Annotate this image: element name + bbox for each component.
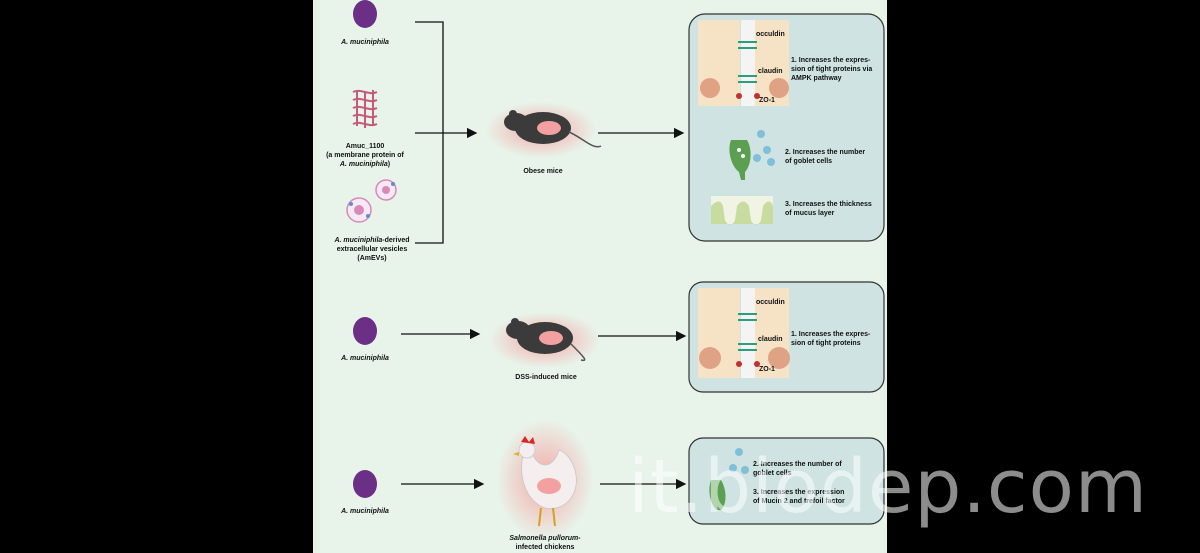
obese-mouse-icon: [486, 102, 602, 158]
effects-box-3: [688, 437, 885, 525]
goblet-cell-icon: [729, 130, 775, 180]
source-label-amevs: A. muciniphila-derived extracellular ves…: [334, 237, 410, 262]
protein-label-occludin-1: occuldin: [756, 31, 785, 38]
vesicle-icon: [346, 179, 397, 223]
host-label-obese-mice: Obese mice: [523, 168, 563, 175]
host-label-chickens: Salmonella pullorum-infected chickens: [509, 535, 581, 551]
protein-label-claudin-2: claudin: [758, 336, 783, 343]
membrane-protein-icon: [352, 89, 378, 128]
protein-label-claudin-1: claudin: [758, 68, 783, 75]
effect-tight-proteins-2: 1. Increases the expres-sion of tight pr…: [791, 331, 871, 347]
bacterium-icon: [353, 0, 377, 28]
protein-label-occludin-2: occuldin: [756, 299, 785, 306]
source-label-akkermansia-3: A. muciniphila: [341, 508, 389, 515]
source-label-akkermansia-1: A. muciniphila: [341, 39, 389, 46]
chicken-icon: [497, 420, 593, 540]
bacterium-icon: [353, 470, 377, 498]
diagram-graphic: [346, 0, 885, 540]
diagram-panel: A. muciniphila Amuc_1100 (a membrane pro…: [313, 0, 887, 553]
watermark-text: it.biodep.com: [628, 444, 1148, 530]
host-label-dss-mice: DSS-induced mice: [515, 374, 577, 381]
tight-junction-figure-1: [698, 20, 789, 106]
section-1: [346, 0, 885, 244]
section-2: [353, 281, 885, 393]
protein-label-zo1-1: ZO-1: [759, 97, 775, 104]
mucus-layer-icon: [711, 196, 773, 225]
source-label-amuc1100: Amuc_1100 (a membrane protein of A. muci…: [326, 143, 404, 168]
goblet-cell-icon-3: [709, 448, 749, 510]
tight-junction-figure-2: [698, 288, 790, 378]
dss-mouse-icon: [490, 312, 600, 368]
bacterium-icon: [353, 317, 377, 345]
protein-label-zo1-2: ZO-1: [759, 366, 775, 373]
section-3: [353, 420, 885, 540]
source-label-akkermansia-2: A. muciniphila: [341, 355, 389, 362]
effect-tight-proteins-1: 1. Increases the expres-sion of tight pr…: [791, 57, 873, 82]
